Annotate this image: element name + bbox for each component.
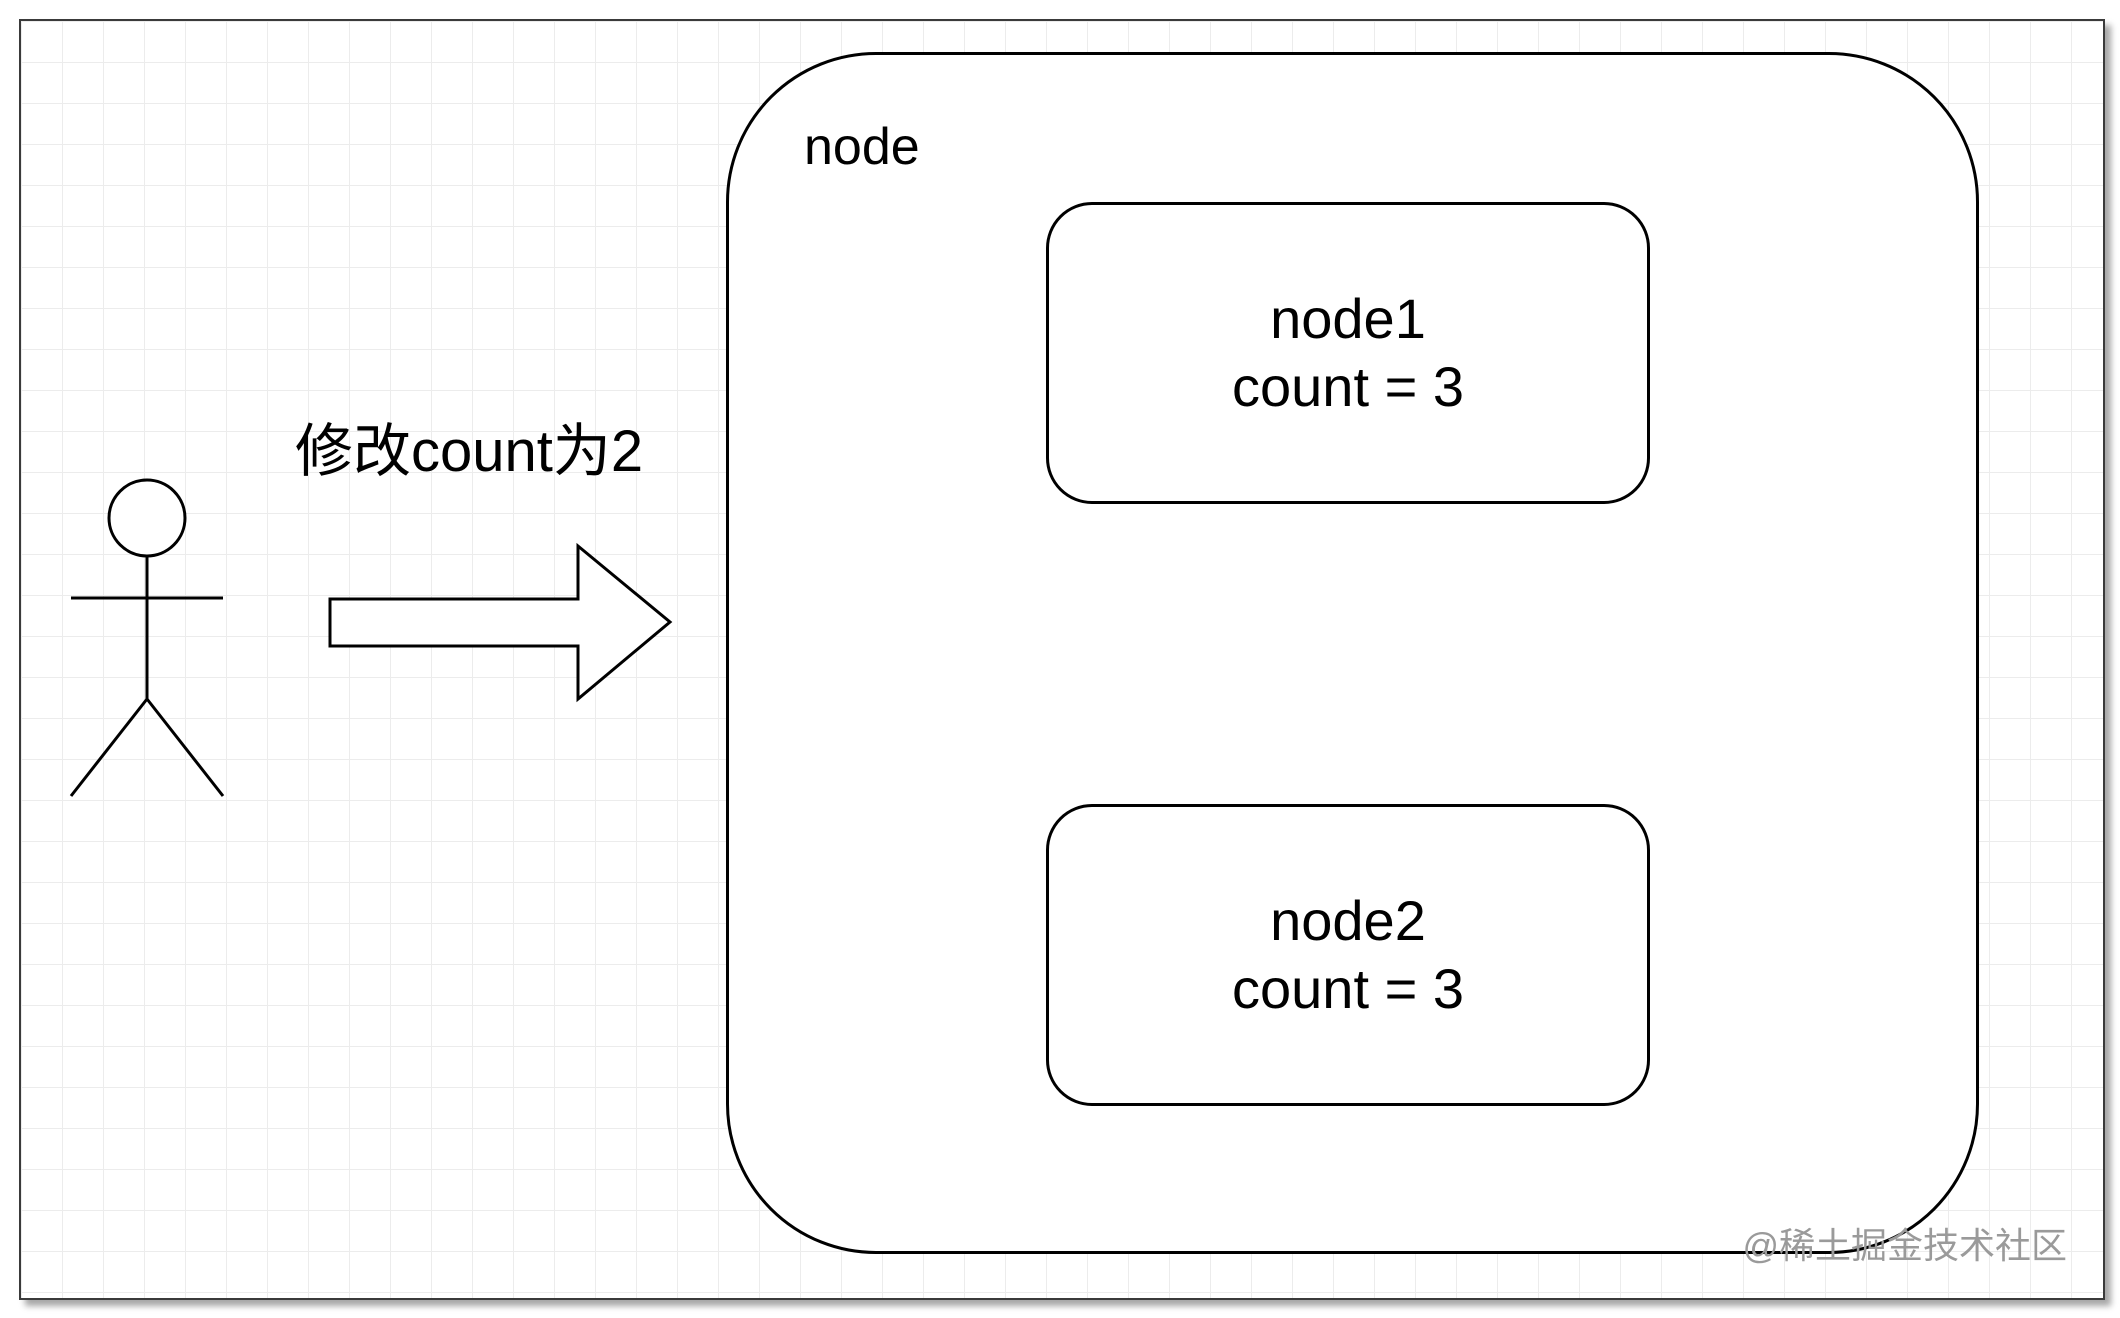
node2-count: count = 3 [1232, 957, 1464, 1020]
container-node-label: node [804, 118, 920, 176]
node1-name: node1 [1270, 286, 1426, 350]
action-label: 修改count为2 [295, 419, 644, 484]
right-arrow-icon [328, 542, 673, 703]
watermark: @稀土掘金技术社区 [1742, 1225, 2067, 1266]
node1-count: count = 3 [1232, 355, 1464, 418]
node1-box: node1 count = 3 [1046, 202, 1650, 504]
node2-box: node2 count = 3 [1046, 804, 1650, 1106]
diagram-canvas: 修改count为2 node node1 count = 3 node2 cou… [19, 19, 2105, 1300]
actor-icon [69, 478, 225, 797]
node2-name: node2 [1270, 888, 1426, 952]
